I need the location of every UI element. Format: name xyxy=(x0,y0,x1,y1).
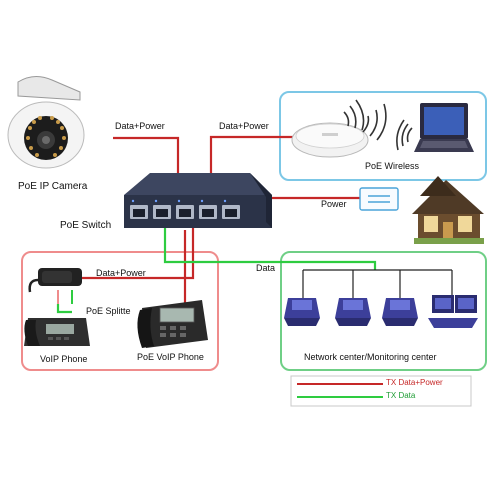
desktop-computer-icon xyxy=(382,298,418,326)
monitoring-workstation-icon xyxy=(428,295,478,328)
camera-link-label: Data+Power xyxy=(115,121,165,131)
network-center-region xyxy=(280,251,487,371)
splitter-link-label: Data+Power xyxy=(96,268,146,278)
power-lines xyxy=(82,135,360,304)
wifi-signal-icon xyxy=(343,99,413,151)
laptop-icon xyxy=(414,103,474,152)
poe-desk-phone-icon xyxy=(137,300,208,348)
legend-data-text: TX Data xyxy=(386,391,416,400)
data-lines xyxy=(56,228,377,314)
voip-data-line xyxy=(56,304,72,314)
phone-region xyxy=(21,251,219,371)
splitter-power-line xyxy=(82,228,195,280)
wireless-access-point-icon xyxy=(291,122,369,158)
legend-box xyxy=(290,375,472,407)
desktop-computer-icon xyxy=(284,298,320,326)
poe-switch-icon xyxy=(124,173,272,228)
desktop-computer-icon xyxy=(335,298,371,326)
poe-splitter-icon xyxy=(28,268,82,293)
desk-phone-icon xyxy=(24,318,90,346)
power-adapter-icon xyxy=(359,187,399,211)
house-icon xyxy=(412,176,484,244)
power-label: Power xyxy=(321,199,347,209)
data-label: Data xyxy=(256,263,276,273)
dome-camera-icon xyxy=(7,76,85,169)
wireless-label: PoE Wireless xyxy=(365,161,420,171)
network-bus xyxy=(302,269,453,298)
wireless-link-label: Data+Power xyxy=(219,121,269,131)
voip-phone-label: VoIP Phone xyxy=(40,354,88,364)
main-data-line xyxy=(163,228,377,270)
splitter-label: PoE Splitte xyxy=(86,306,131,316)
poe-voip-phone-label: PoE VoIP Phone xyxy=(137,352,204,362)
switch-label: PoE Switch xyxy=(60,220,112,231)
wireless-power-line xyxy=(209,135,293,183)
legend-power-text: TX Data+Power xyxy=(386,378,443,387)
network-center-label: Network center/Monitoring center xyxy=(304,352,437,362)
camera-power-line xyxy=(113,136,180,183)
camera-label: PoE IP Camera xyxy=(18,181,88,192)
